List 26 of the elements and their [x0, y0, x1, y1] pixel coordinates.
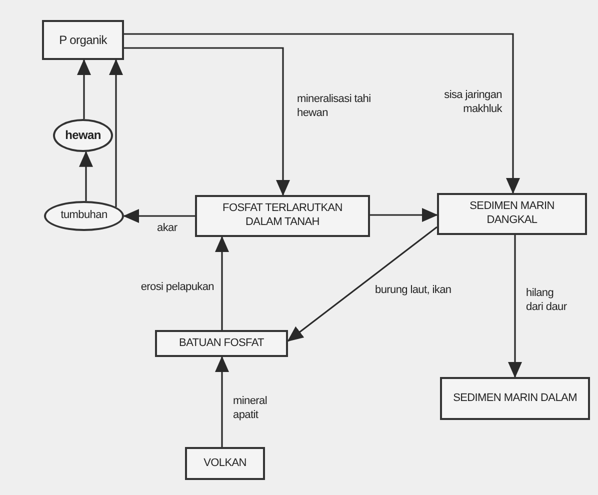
edge-label: sisa jaringan makhluk: [443, 88, 502, 117]
arrow: [287, 226, 438, 342]
arrow: [77, 59, 91, 119]
process-box: P organik: [42, 20, 124, 60]
arrow: [109, 59, 123, 207]
arrow: [79, 150, 93, 202]
arrow: [124, 33, 520, 194]
process-box: SEDIMEN MARIN DANGKAL: [437, 193, 587, 235]
process-box: SEDIMEN MARIN DALAM: [440, 377, 590, 420]
edge-label: hilang dari daur: [526, 286, 568, 315]
arrow: [215, 356, 229, 447]
arrow: [215, 236, 229, 330]
process-box: BATUAN FOSFAT: [155, 330, 288, 357]
ellipse-node: hewan: [53, 119, 113, 152]
process-box: FOSFAT TERLARUTKAN DALAM TANAH: [195, 195, 370, 237]
edge-label: mineral apatit: [233, 394, 268, 423]
arrow: [508, 235, 522, 378]
ellipse-node: tumbuhan: [44, 201, 124, 231]
arrow: [124, 47, 290, 196]
edge-label: erosi pelapukan: [140, 280, 214, 294]
edge-label: burung laut, ikan: [375, 283, 452, 298]
arrow: [370, 208, 438, 222]
process-box: VOLKAN: [185, 447, 265, 480]
arrow: [123, 209, 195, 223]
edge-label: akar: [157, 221, 178, 236]
edge-label: mineralisasi tahi hewan: [297, 92, 372, 121]
